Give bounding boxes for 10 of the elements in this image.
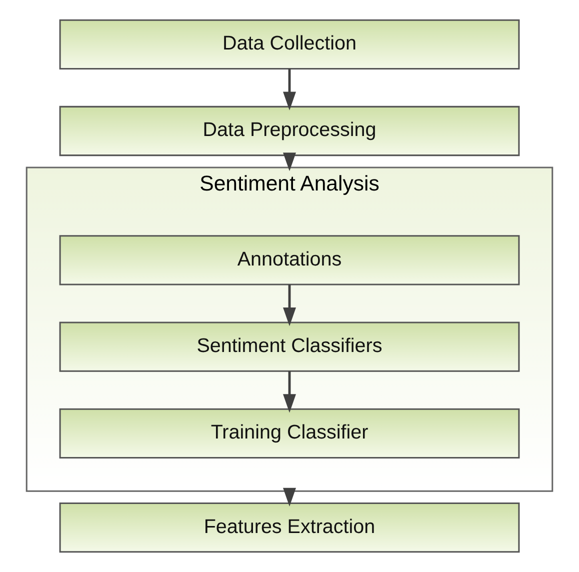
arrow <box>283 488 296 506</box>
arrow <box>283 284 296 326</box>
arrow <box>283 68 296 110</box>
arrow <box>283 152 296 172</box>
node-box: Data Collection <box>59 19 520 70</box>
node-box: Training Classifier <box>59 408 520 458</box>
node-box: Sentiment Classifiers <box>59 322 520 372</box>
node-box: Features Extraction <box>59 502 520 553</box>
node-box: Annotations <box>59 235 520 286</box>
arrow <box>283 371 296 413</box>
